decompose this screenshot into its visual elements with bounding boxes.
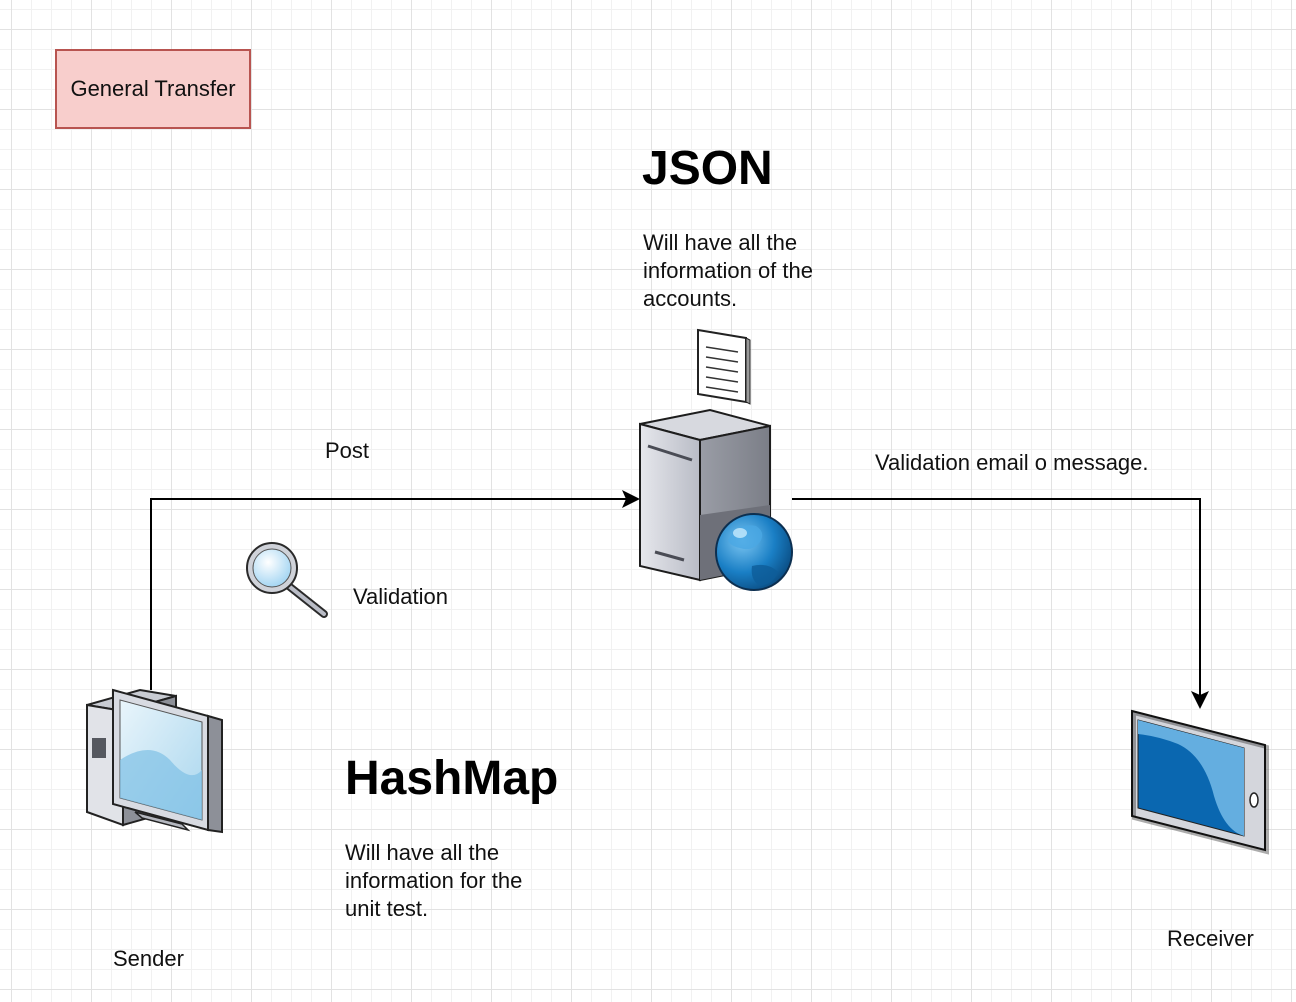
web-server-icon[interactable]	[639, 408, 793, 591]
hashmap-description: Will have all the information for the un…	[345, 840, 523, 921]
tablet-icon[interactable]	[1131, 709, 1269, 855]
json-description: Will have all the information of the acc…	[643, 230, 813, 311]
receiver-label: Receiver	[1167, 926, 1254, 951]
desktop-computer-icon[interactable]	[86, 688, 223, 834]
validation-label: Validation	[353, 584, 448, 609]
notify-connector[interactable]	[792, 498, 1209, 709]
hashmap-title: HashMap	[345, 752, 559, 805]
json-title: JSON	[642, 142, 773, 195]
notify-label: Validation email o message.	[875, 450, 1149, 475]
document-icon[interactable]	[697, 328, 751, 405]
post-connector[interactable]	[150, 490, 640, 690]
legend-general-transfer[interactable]: General Transfer	[55, 49, 251, 129]
magnifying-glass-icon[interactable]	[246, 542, 328, 618]
post-label: Post	[325, 438, 370, 463]
sender-label: Sender	[113, 946, 184, 971]
